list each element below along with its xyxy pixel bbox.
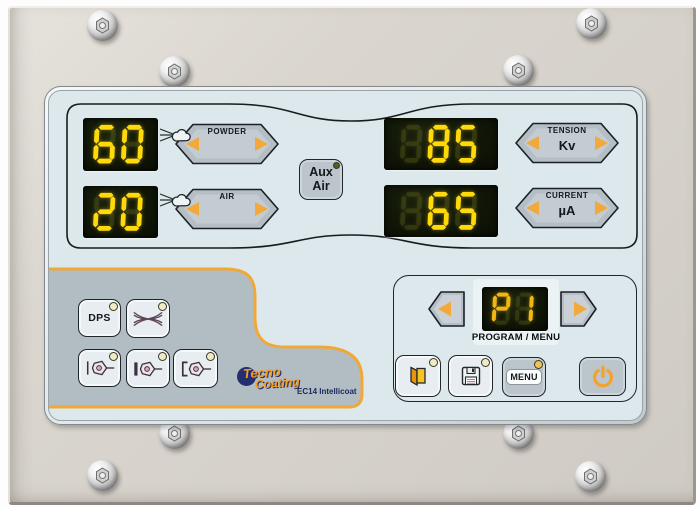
- model-name: EC14 Intellicoat: [297, 387, 357, 396]
- powder-adjust-key[interactable]: POWDER: [159, 123, 279, 165]
- air-decrease-arrow-icon[interactable]: [186, 202, 199, 216]
- tension-adjust-key[interactable]: TENSION Kv: [515, 122, 619, 164]
- program-previous-key[interactable]: [428, 291, 465, 327]
- program-previous-arrow-icon[interactable]: [438, 301, 451, 317]
- brand-line2: Coating: [254, 374, 301, 392]
- power-key[interactable]: [579, 357, 626, 396]
- gun-mode-3-led: [206, 352, 215, 361]
- exit-key[interactable]: [395, 355, 441, 397]
- tribo-cross-led: [158, 302, 167, 311]
- air-adjust-key[interactable]: AIR: [159, 188, 279, 230]
- membrane-bezel: POWDER AIR TENSION Kv CURRENT µA A: [44, 86, 647, 425]
- brand-logo: Tecno Coating EC14 Intellicoat: [235, 363, 415, 403]
- menu-key[interactable]: MENU: [502, 357, 546, 397]
- screw-icon: [575, 461, 606, 492]
- program-menu-label: PROGRAM / MENU: [471, 332, 561, 343]
- aux-air-label-line2: Air: [312, 178, 330, 193]
- dps-label: DPS: [88, 312, 111, 324]
- tension-increase-arrow-icon[interactable]: [595, 136, 608, 150]
- save-floppy-icon: [461, 366, 480, 386]
- air-label: AIR: [219, 192, 235, 201]
- gun-mode-2-key[interactable]: [126, 349, 170, 388]
- gun-nozzle-bar-icon: [134, 361, 163, 376]
- exit-led: [429, 358, 438, 367]
- tension-unit: Kv: [558, 138, 576, 153]
- program-section-outline: [393, 275, 637, 402]
- air-display: [83, 186, 158, 238]
- tension-decrease-arrow-icon[interactable]: [526, 136, 539, 150]
- screw-icon: [576, 8, 607, 39]
- current-unit: µA: [558, 203, 576, 218]
- dps-led: [109, 302, 118, 311]
- tension-display: [384, 118, 498, 170]
- logo-disc-icon: [237, 367, 256, 386]
- powder-display: [83, 118, 158, 171]
- menu-led: [534, 360, 543, 369]
- dps-key[interactable]: DPS: [78, 299, 121, 337]
- current-decrease-arrow-icon[interactable]: [526, 201, 539, 215]
- current-increase-arrow-icon[interactable]: [595, 201, 608, 215]
- current-adjust-key[interactable]: CURRENT µA: [515, 187, 619, 229]
- powder-spray-icon: [159, 128, 191, 142]
- save-key[interactable]: [448, 355, 493, 397]
- powder-increase-arrow-icon[interactable]: [255, 137, 268, 151]
- program-next-key[interactable]: [560, 291, 597, 327]
- current-label: CURRENT: [545, 191, 589, 200]
- power-icon: [592, 365, 613, 387]
- powder-label: POWDER: [207, 127, 247, 136]
- tribo-cross-key[interactable]: [126, 299, 170, 338]
- settings-outline: [66, 103, 638, 249]
- gun-mode-3-key[interactable]: [173, 349, 218, 388]
- gun-mode-2-led: [158, 352, 167, 361]
- save-led: [481, 358, 490, 367]
- crossed-jets-icon: [133, 311, 163, 326]
- screw-icon: [87, 10, 118, 41]
- program-display: [482, 287, 548, 331]
- gun-mode-1-led: [109, 352, 118, 361]
- membrane-panel: POWDER AIR TENSION Kv CURRENT µA A: [48, 90, 643, 421]
- current-display: [384, 185, 498, 237]
- screw-icon: [503, 55, 534, 86]
- gun-mode-1-key[interactable]: [78, 349, 121, 387]
- aux-air-led: [333, 162, 340, 169]
- aux-air-label-line1: Aux: [309, 165, 333, 180]
- air-spray-icon: [159, 193, 191, 207]
- powder-decrease-arrow-icon[interactable]: [186, 137, 199, 151]
- screw-icon: [159, 56, 190, 87]
- gun-nozzle-bracket-icon: [181, 361, 211, 376]
- tension-label: TENSION: [547, 126, 587, 135]
- screw-icon: [87, 460, 118, 491]
- gun-nozzle-line-icon: [86, 360, 114, 376]
- exit-door-icon: [410, 366, 426, 387]
- menu-label: MENU: [507, 370, 541, 384]
- program-next-arrow-icon[interactable]: [574, 301, 587, 317]
- air-increase-arrow-icon[interactable]: [255, 202, 268, 216]
